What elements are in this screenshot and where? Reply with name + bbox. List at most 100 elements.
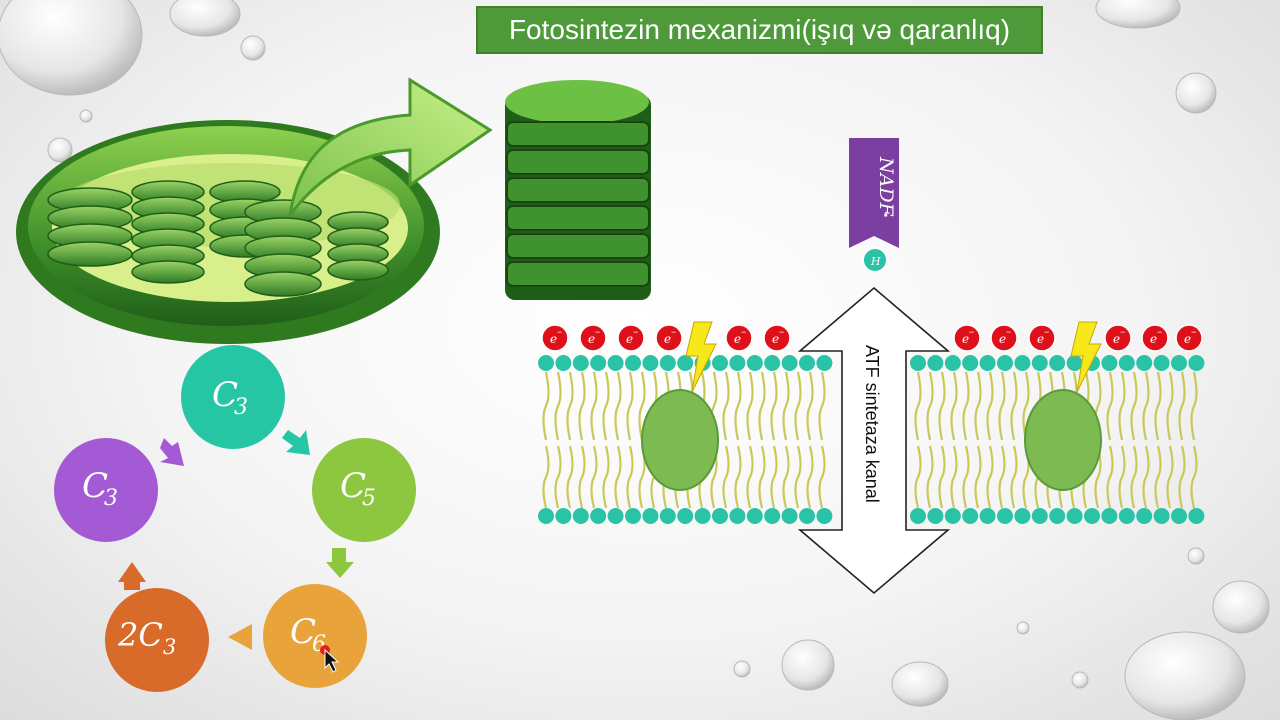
lipid-head xyxy=(1066,508,1083,524)
lipid-head xyxy=(816,508,833,524)
lipid-head xyxy=(659,355,676,371)
lipid-tail xyxy=(1118,445,1126,509)
lipid-tail xyxy=(542,445,550,509)
lipid-tail xyxy=(974,371,982,441)
mouse-cursor xyxy=(320,645,340,673)
electron: e− xyxy=(953,324,981,352)
lipid-tail xyxy=(542,371,550,441)
lipid-head xyxy=(677,355,694,371)
electron-label: e xyxy=(626,332,633,346)
lipid-head xyxy=(607,355,624,371)
lipid-tail xyxy=(1130,371,1138,441)
lipid-head xyxy=(979,355,996,371)
light-bolt-icon xyxy=(1070,321,1102,393)
node-subscript: 3 xyxy=(104,486,118,511)
electron-charge: − xyxy=(1157,327,1162,337)
lipid-tail xyxy=(950,371,958,441)
lipid-head xyxy=(538,508,554,524)
lipid-head xyxy=(572,508,589,524)
electron-circle xyxy=(1104,324,1132,352)
lipid-head xyxy=(572,355,589,371)
lipid-tail xyxy=(1190,445,1198,509)
lipid-tail xyxy=(1106,445,1114,509)
lipid-head xyxy=(729,355,746,371)
electron-charge: − xyxy=(595,327,600,337)
electron: e− xyxy=(617,324,645,352)
lipid-tail xyxy=(962,445,970,509)
cycle-arrow-2 xyxy=(326,548,354,578)
lipid-head xyxy=(1066,355,1083,371)
node-subscript: 3 xyxy=(163,635,176,659)
electron: e− xyxy=(725,324,753,352)
electron-label: e xyxy=(550,332,557,346)
grana-stacks xyxy=(47,180,389,297)
lipid-tail xyxy=(998,371,1006,441)
lipid-tail xyxy=(626,371,634,441)
lipid-tail xyxy=(818,445,826,509)
lipid-tail xyxy=(1166,371,1174,441)
electron-charge: − xyxy=(779,327,784,337)
lipid-head xyxy=(1084,508,1100,524)
lipid-head xyxy=(555,355,572,371)
title-banner: Fotosintezin mexanizmi(işıq və qaranlıq) xyxy=(476,6,1043,54)
membrane-proteins xyxy=(641,321,1102,491)
electron-circle xyxy=(579,324,607,352)
lipid-head xyxy=(1153,355,1170,371)
lipid-head xyxy=(1101,355,1118,371)
lipid-tail xyxy=(734,445,742,509)
nadf-label: NADF xyxy=(875,156,897,217)
lipid-tail xyxy=(614,371,622,441)
lipid-head xyxy=(712,508,728,524)
lipid-tail xyxy=(590,445,598,509)
node-label: C xyxy=(82,466,108,506)
electron-label: e xyxy=(734,332,741,346)
electron-circle xyxy=(541,324,569,352)
lipid-head xyxy=(781,355,798,371)
thylakoid-membrane-diagram: NADF · H ATF sintetaza kanal e−e−e−e−e−e… xyxy=(538,138,1205,595)
lipid-head xyxy=(1049,508,1066,524)
lipid-tail xyxy=(1118,371,1126,441)
lipid-tail xyxy=(638,371,646,441)
electron: e− xyxy=(990,324,1018,352)
lipid-head xyxy=(538,355,554,371)
lipid-head xyxy=(997,508,1013,524)
electron-circle xyxy=(953,324,981,352)
lipid-tail xyxy=(806,371,814,441)
lipid-head xyxy=(781,508,798,524)
lipid-head xyxy=(1014,355,1031,371)
lipid-head xyxy=(816,355,833,371)
lipid-head xyxy=(910,355,926,371)
atp-synthase-channel-arrow xyxy=(797,286,951,595)
node-label: C xyxy=(290,612,316,652)
lipid-tail xyxy=(770,371,778,441)
electron-charge: − xyxy=(1120,327,1125,337)
lipid-tail xyxy=(566,371,574,441)
photosystem-protein xyxy=(1024,389,1102,491)
electron: e− xyxy=(1175,324,1203,352)
lipid-tail xyxy=(794,371,802,441)
electron-charge: − xyxy=(633,327,638,337)
lipid-tail xyxy=(1154,371,1162,441)
lipid-head xyxy=(1171,508,1187,524)
photosystem-protein xyxy=(641,389,719,491)
atp-synthase-label: ATF sintetaza kanal xyxy=(862,345,882,503)
cycle-node-2: C 5 xyxy=(312,438,416,542)
lipid-head xyxy=(677,508,694,524)
light-bolt-icon xyxy=(685,321,717,393)
lipid-tail xyxy=(998,445,1006,509)
lipid-head xyxy=(927,508,944,524)
node-label: C xyxy=(212,375,238,415)
nadf-carrier: NADF · H xyxy=(849,138,899,273)
cycle-node-3: C 6 xyxy=(263,584,367,688)
lipid-head xyxy=(712,355,728,371)
lipid-tail xyxy=(1142,371,1150,441)
lipid-tail xyxy=(938,445,946,509)
lipid-tail xyxy=(758,445,766,509)
lipid-tail xyxy=(1178,371,1186,441)
lipid-tail xyxy=(746,371,754,441)
electron-circle xyxy=(1175,324,1203,352)
electron-charge: − xyxy=(1006,327,1011,337)
electrons: e−e−e−e−e−e−e−e−e−e−e−e− xyxy=(541,324,1203,352)
electron-label: e xyxy=(588,332,595,346)
